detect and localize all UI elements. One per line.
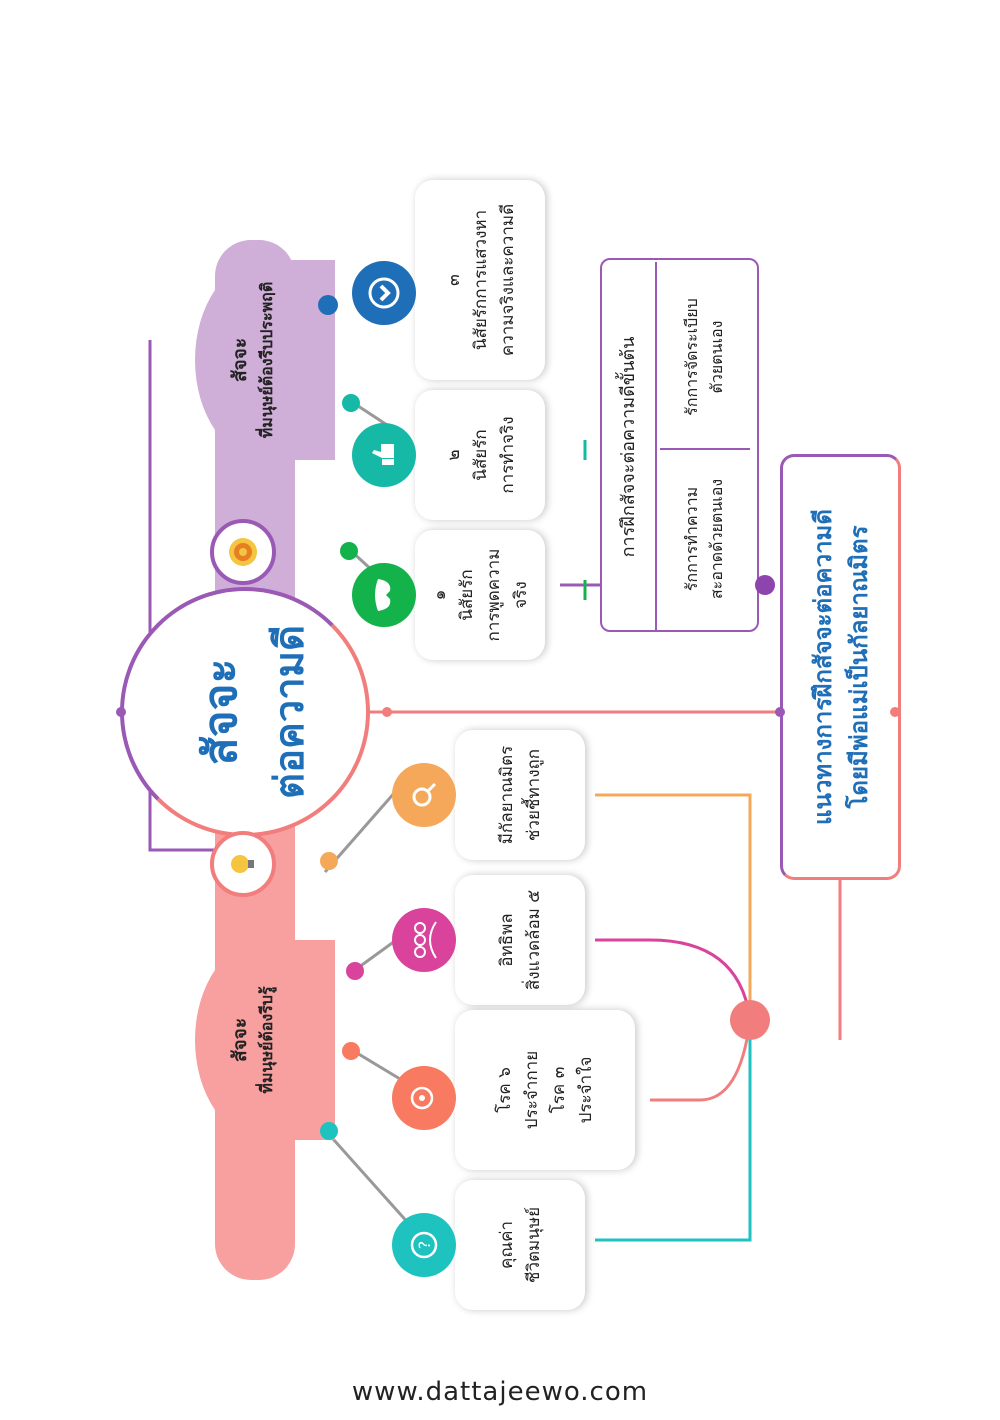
chevron-icon: [352, 261, 416, 325]
training-item-a: รักการจัดระเบียบ ตัวยตนเอง: [660, 267, 750, 447]
truth-text-environment: อิทธิพล สิ่งแวดล้อม ๕: [497, 889, 544, 991]
mindmap-board: สัจจะ ที่มนุษย์ต้องรีบประพฤติ สัจจะ ที่ม…: [40, 180, 1000, 1340]
head-icon: [392, 1066, 456, 1130]
title-line1: สัจจะ: [193, 658, 247, 766]
bulb-badge-icon: [210, 831, 276, 897]
question-icon: ?: [392, 1213, 456, 1277]
center-circle: สัจจะ ต่อความดี: [120, 587, 370, 837]
habit-text-2: ๒ นิสัยรัก การทำจริง: [443, 416, 518, 494]
guide-box: แนวทางการฝึกสัจจะต่อความดี โดยมีพ่อแม่เป…: [780, 454, 901, 880]
truth-card-friend: มีกัลยาณมิตร ช่วยชี้ทางถูก: [455, 730, 585, 860]
truth-text-illness: โรค ๖ ประจำกาย โรค ๓ ประจำใจ: [495, 1050, 596, 1130]
habit-card-2: ๒ นิสัยรัก การทำจริง: [415, 390, 545, 520]
banner-behavior-text: สัจจะ ที่มนุษย์ต้องรีบประพฤติ: [225, 260, 280, 460]
banner-behavior-line1: สัจจะ: [229, 337, 251, 383]
truth-text-friend: มีกัลยาณมิตร ช่วยชี้ทางถูก: [497, 745, 544, 845]
mask-icon: [352, 563, 416, 627]
hub-dot: [730, 1000, 770, 1040]
truth-card-environment: อิทธิพล สิ่งแวดล้อม ๕: [455, 875, 585, 1005]
svg-text:?: ?: [415, 1241, 434, 1250]
truth-text-value: คุณค่า ชีวิตมนุษย์: [497, 1206, 544, 1284]
thumbs-up-icon: [352, 423, 416, 487]
banner-behavior-line2: ที่มนุษย์ต้องรีบประพฤติ: [257, 281, 276, 439]
training-item-b-text: รักการทำความ สะอาดด้วยตนเอง: [682, 478, 726, 600]
habit-card-1: ๑ นิสัยรัก การพูดความจริง: [415, 530, 545, 660]
title-line2: ต่อความดี: [267, 624, 313, 800]
training-item-a-text: รักการจัดระเบียบ ตัวยตนเอง: [682, 298, 726, 416]
training-title-text: การฝึกสัจจะต่อความดีขั้นต้น: [618, 336, 639, 558]
guide-text: แนวทางการฝึกสัจจะต่อความดี โดยมีพ่อแม่เป…: [808, 509, 873, 825]
truth-card-value: คุณค่า ชีวิตมนุษย์: [455, 1180, 585, 1310]
habit-text-1: ๑ นิสัยรัก การพูดความจริง: [430, 548, 531, 642]
footer-url: www.dattajeewo.com: [351, 1377, 649, 1407]
truth-card-illness: โรค ๖ ประจำกาย โรค ๓ ประจำใจ: [455, 1010, 635, 1170]
habit-text-3: ๓ นิสัยรักการแสวงหา ความจริงและความดี: [443, 203, 518, 357]
magnifier-icon: [392, 763, 456, 827]
banner-learn-line1: สัจจะ: [229, 1017, 251, 1063]
habit-card-3: ๓ นิสัยรักการแสวงหา ความจริงและความดี: [415, 180, 545, 380]
target-badge-icon: [210, 519, 276, 585]
banner-learn-line2: ที่มนุษย์ต้องรีบรู้: [257, 986, 276, 1094]
banner-learn-text: สัจจะ ที่มนุษย์ต้องรีบรู้: [225, 940, 280, 1140]
people-icon: [392, 908, 456, 972]
training-item-b: รักการทำความ สะอาดด้วยตนเอง: [660, 448, 750, 628]
training-title: การฝึกสัจจะต่อความดีขั้นต้น: [600, 262, 657, 632]
